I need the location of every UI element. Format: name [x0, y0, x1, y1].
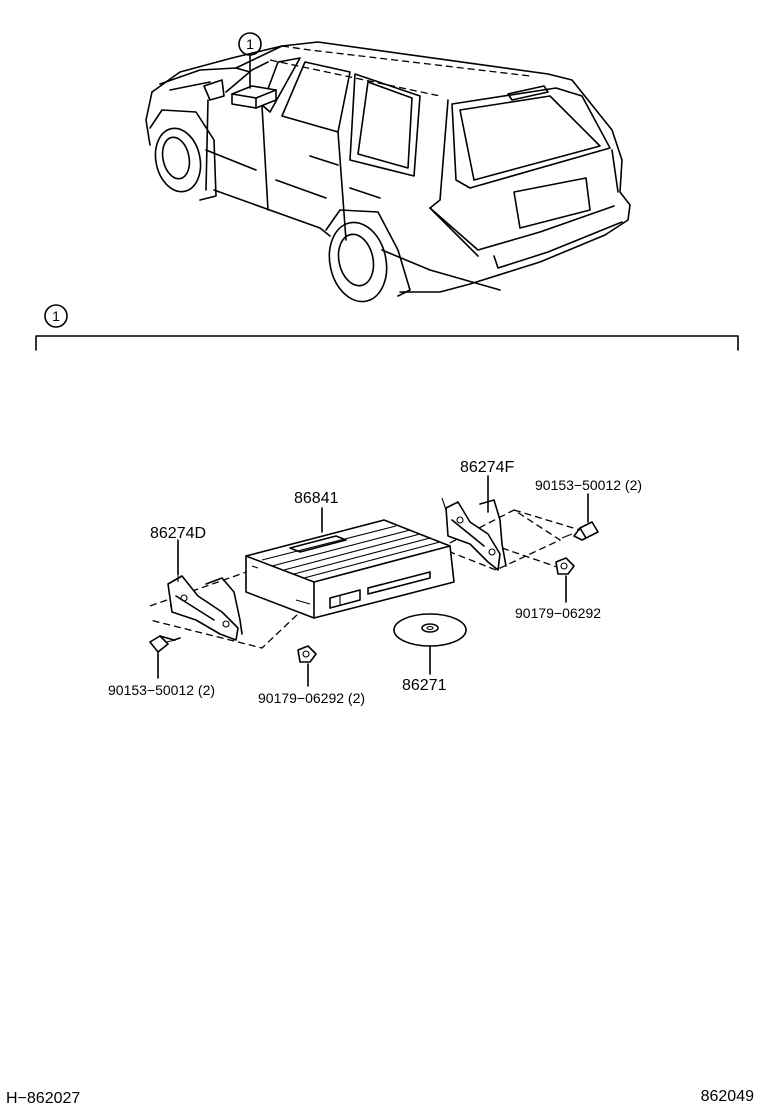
bolt-90153-right: [561, 521, 599, 541]
label-90179-left: 90179−06292 (2): [258, 690, 365, 706]
label-86274F: 86274F: [460, 459, 514, 476]
nut-90179-right: [555, 557, 575, 575]
label-86271: 86271: [402, 677, 447, 694]
footer-right-code: 862049: [701, 1088, 754, 1105]
right-mount-plane: [438, 509, 562, 571]
disc-86271: [393, 613, 467, 647]
label-86274D: 86274D: [150, 525, 206, 542]
nut-90179-left: [297, 645, 317, 663]
bracket-86274F: [441, 497, 507, 571]
label-86841: 86841: [294, 490, 339, 507]
bracket-86274D: [167, 570, 243, 641]
section-bracket: [35, 335, 739, 351]
bolt-90153-left: [149, 635, 181, 653]
callout-number: 1: [246, 36, 254, 52]
section-callout-number: 1: [52, 308, 60, 324]
label-90179-right: 90179−06292: [515, 605, 601, 621]
section-header: 1: [35, 304, 739, 351]
main-unit-86841: [245, 519, 455, 619]
footer-left-code: H−862027: [6, 1090, 80, 1107]
label-90153-right: 90153−50012 (2): [535, 477, 642, 493]
vehicle-illustration: [145, 41, 631, 303]
callout-marker-vehicle: 1: [238, 32, 262, 56]
label-90153-left: 90153−50012 (2): [108, 682, 215, 698]
